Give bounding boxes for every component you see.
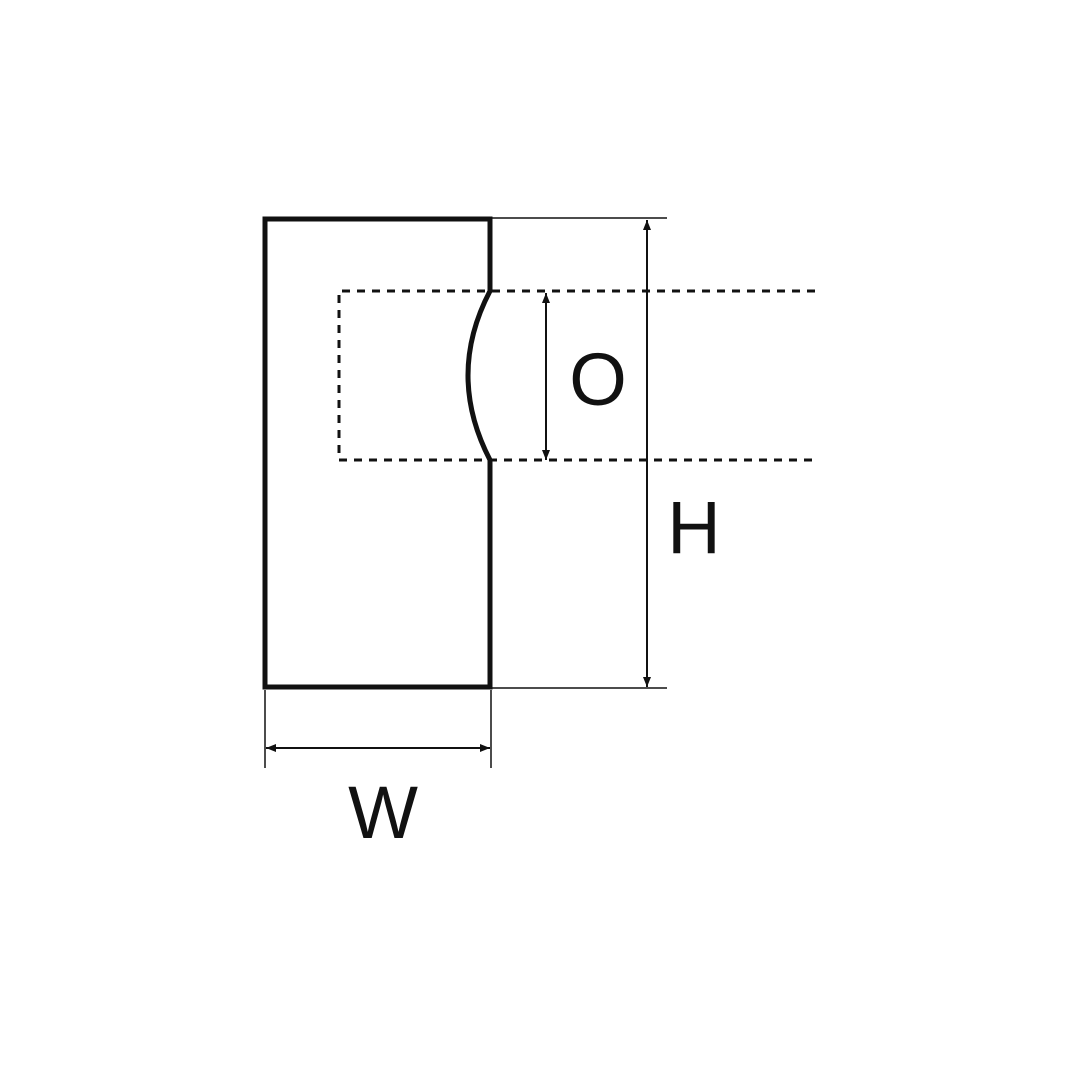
width-label: W (348, 771, 418, 854)
opening-outline-dashed (337, 289, 818, 462)
height-label: H (667, 486, 720, 569)
opening-label: O (569, 338, 627, 421)
part-outline (262, 216, 493, 690)
